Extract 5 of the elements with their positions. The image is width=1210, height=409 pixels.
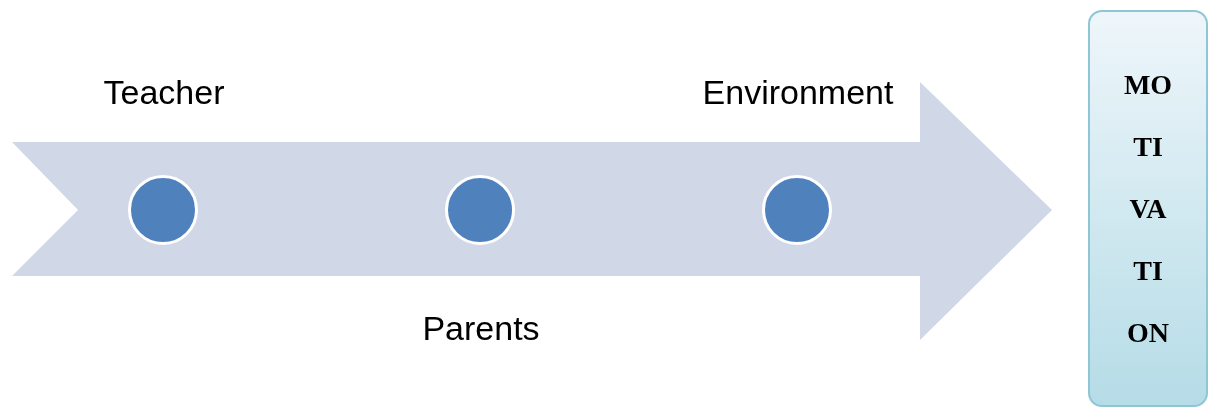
stage-label: Parents: [422, 311, 540, 345]
result-text: MO TI VA TI ON: [1122, 67, 1174, 350]
stage-label: Environment: [702, 75, 894, 109]
result-box: [1088, 10, 1208, 407]
stage-label: Teacher: [103, 75, 225, 109]
